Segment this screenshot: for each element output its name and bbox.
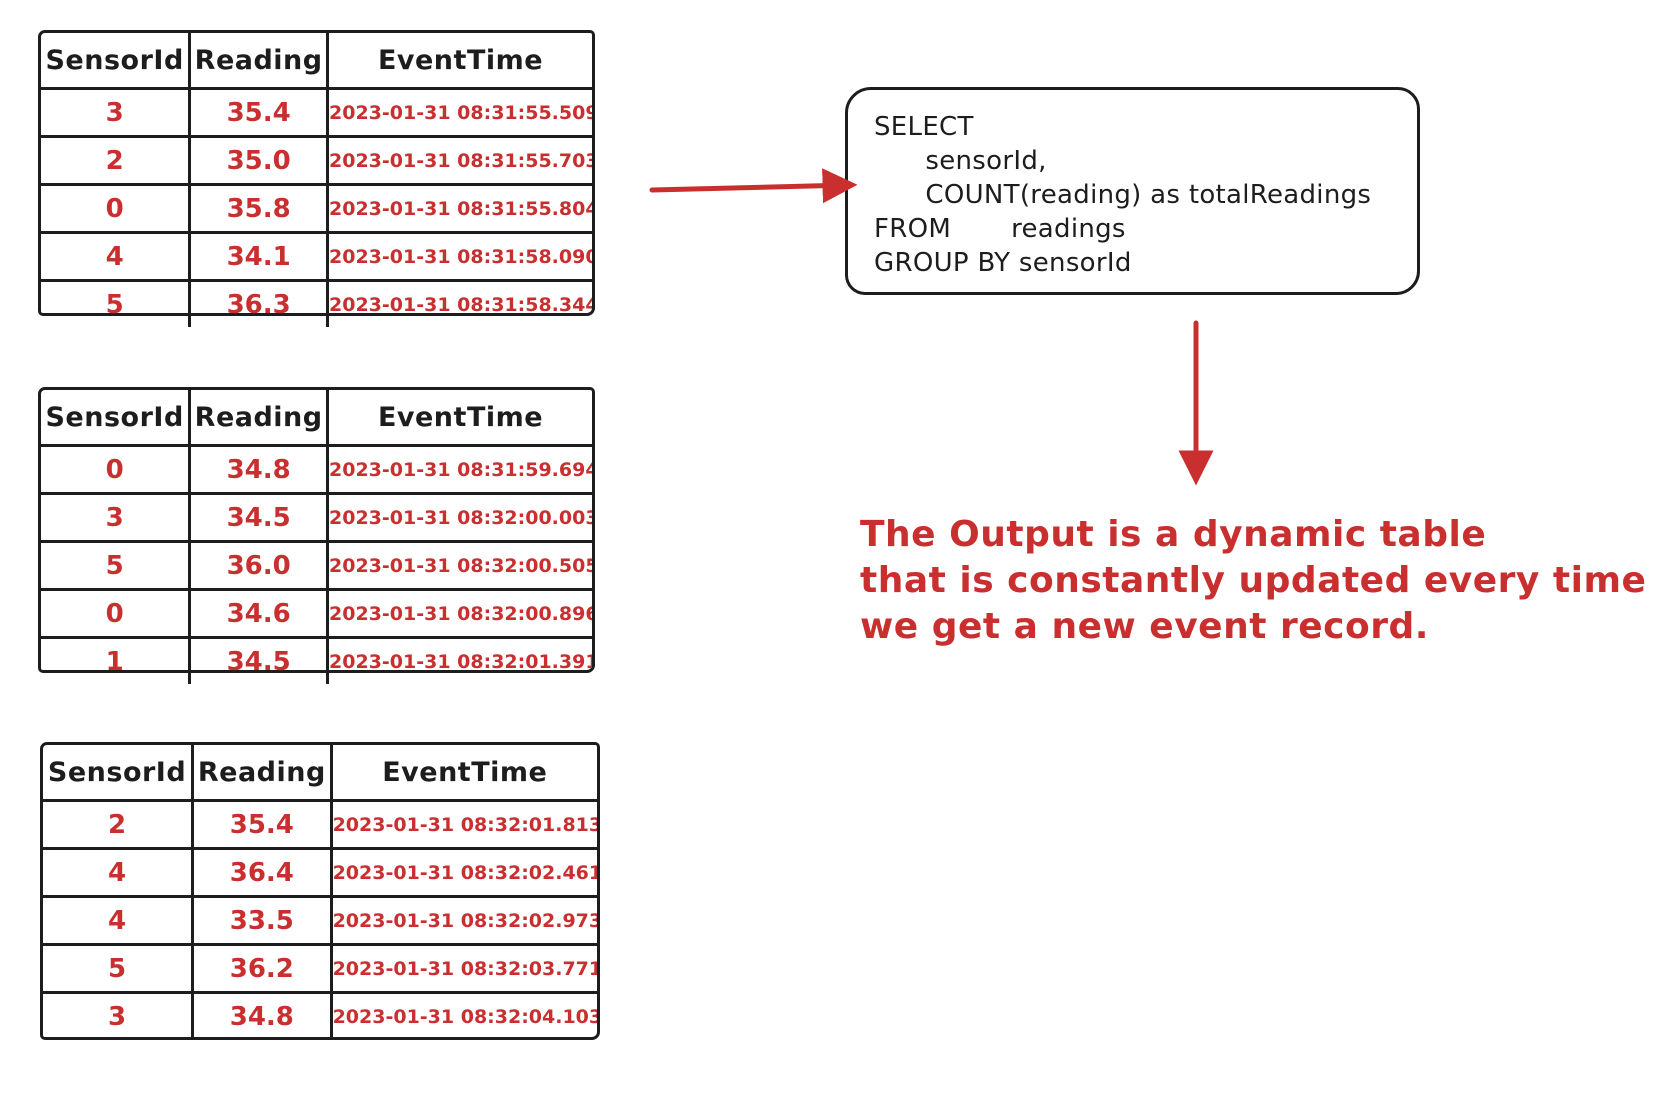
cell-reading: 35.8 xyxy=(188,183,330,234)
cell-sensor-id: 5 xyxy=(43,943,195,994)
cell-reading: 34.1 xyxy=(188,231,330,282)
cell-reading: 36.0 xyxy=(188,540,330,591)
cell-event-time: 2023-01-31 08:31:58.090 xyxy=(326,231,592,282)
cell-sensor-id: 4 xyxy=(43,847,195,898)
cell-sensor-id: 4 xyxy=(43,895,195,946)
cell-reading: 34.5 xyxy=(188,636,330,684)
cell-reading: 34.6 xyxy=(188,588,330,639)
output-note-line: we get a new event record. xyxy=(860,606,1429,647)
cell-reading: 34.5 xyxy=(188,492,330,543)
cell-sensor-id: 5 xyxy=(41,540,192,591)
output-note: The Output is a dynamic table that is con… xyxy=(860,512,1646,650)
cell-sensor-id: 4 xyxy=(41,231,192,282)
cell-reading: 35.4 xyxy=(191,799,333,850)
cell-event-time: 2023-01-31 08:31:55.804 xyxy=(326,183,592,234)
cell-reading: 35.0 xyxy=(188,135,330,186)
output-note-line: that is constantly updated every time xyxy=(860,560,1647,601)
cell-event-time: 2023-01-31 08:32:03.771 xyxy=(329,943,597,994)
column-header: SensorId xyxy=(41,33,192,90)
cell-reading: 33.5 xyxy=(191,895,333,946)
column-header: Reading xyxy=(188,390,330,447)
cell-reading: 34.8 xyxy=(188,444,330,495)
column-header: SensorId xyxy=(43,745,195,802)
cell-reading: 35.4 xyxy=(188,87,330,138)
cell-sensor-id: 2 xyxy=(43,799,195,850)
sql-query-box: SELECT sensorId, COUNT(reading) as total… xyxy=(845,87,1420,295)
column-header: Reading xyxy=(191,745,333,802)
column-header: SensorId xyxy=(41,390,192,447)
cell-sensor-id: 0 xyxy=(41,183,192,234)
cell-reading: 36.2 xyxy=(191,943,333,994)
column-header: EventTime xyxy=(326,33,592,90)
cell-sensor-id: 0 xyxy=(41,588,192,639)
cell-event-time: 2023-01-31 08:32:01.391 xyxy=(326,636,592,684)
cell-sensor-id: 2 xyxy=(41,135,192,186)
cell-event-time: 2023-01-31 08:32:00.896 xyxy=(326,588,592,639)
cell-sensor-id: 1 xyxy=(41,636,192,684)
sql-query-line: SELECT xyxy=(874,112,974,142)
cell-event-time: 2023-01-31 08:32:02.461 xyxy=(329,847,597,898)
cell-event-time: 2023-01-31 08:32:04.103 xyxy=(329,991,597,1039)
cell-event-time: 2023-01-31 08:32:01.813 xyxy=(329,799,597,850)
cell-event-time: 2023-01-31 08:32:02.973 xyxy=(329,895,597,946)
column-header: Reading xyxy=(188,33,330,90)
cell-reading: 36.4 xyxy=(191,847,333,898)
cell-event-time: 2023-01-31 08:31:55.509 xyxy=(326,87,592,138)
cell-event-time: 2023-01-31 08:31:55.703 xyxy=(326,135,592,186)
cell-sensor-id: 0 xyxy=(41,444,192,495)
sql-query-line: GROUP BY sensorId xyxy=(874,248,1132,278)
column-header: EventTime xyxy=(326,390,592,447)
cell-sensor-id: 3 xyxy=(43,991,195,1039)
cell-event-time: 2023-01-31 08:31:58.344 xyxy=(326,279,592,327)
column-header: EventTime xyxy=(329,745,597,802)
sql-query-line: sensorId, xyxy=(874,146,1047,176)
cell-event-time: 2023-01-31 08:32:00.003 xyxy=(326,492,592,543)
sql-query-line: FROM readings xyxy=(874,214,1126,244)
cell-sensor-id: 3 xyxy=(41,87,192,138)
cell-sensor-id: 5 xyxy=(41,279,192,327)
cell-sensor-id: 3 xyxy=(41,492,192,543)
arrow-tables-to-query-icon xyxy=(649,168,858,204)
cell-reading: 34.8 xyxy=(191,991,333,1039)
sql-query-line: COUNT(reading) as totalReadings xyxy=(874,180,1372,210)
output-note-line: The Output is a dynamic table xyxy=(860,514,1487,555)
cell-event-time: 2023-01-31 08:31:59.694 xyxy=(326,444,592,495)
cell-reading: 36.3 xyxy=(188,279,330,327)
cell-event-time: 2023-01-31 08:32:00.505 xyxy=(326,540,592,591)
